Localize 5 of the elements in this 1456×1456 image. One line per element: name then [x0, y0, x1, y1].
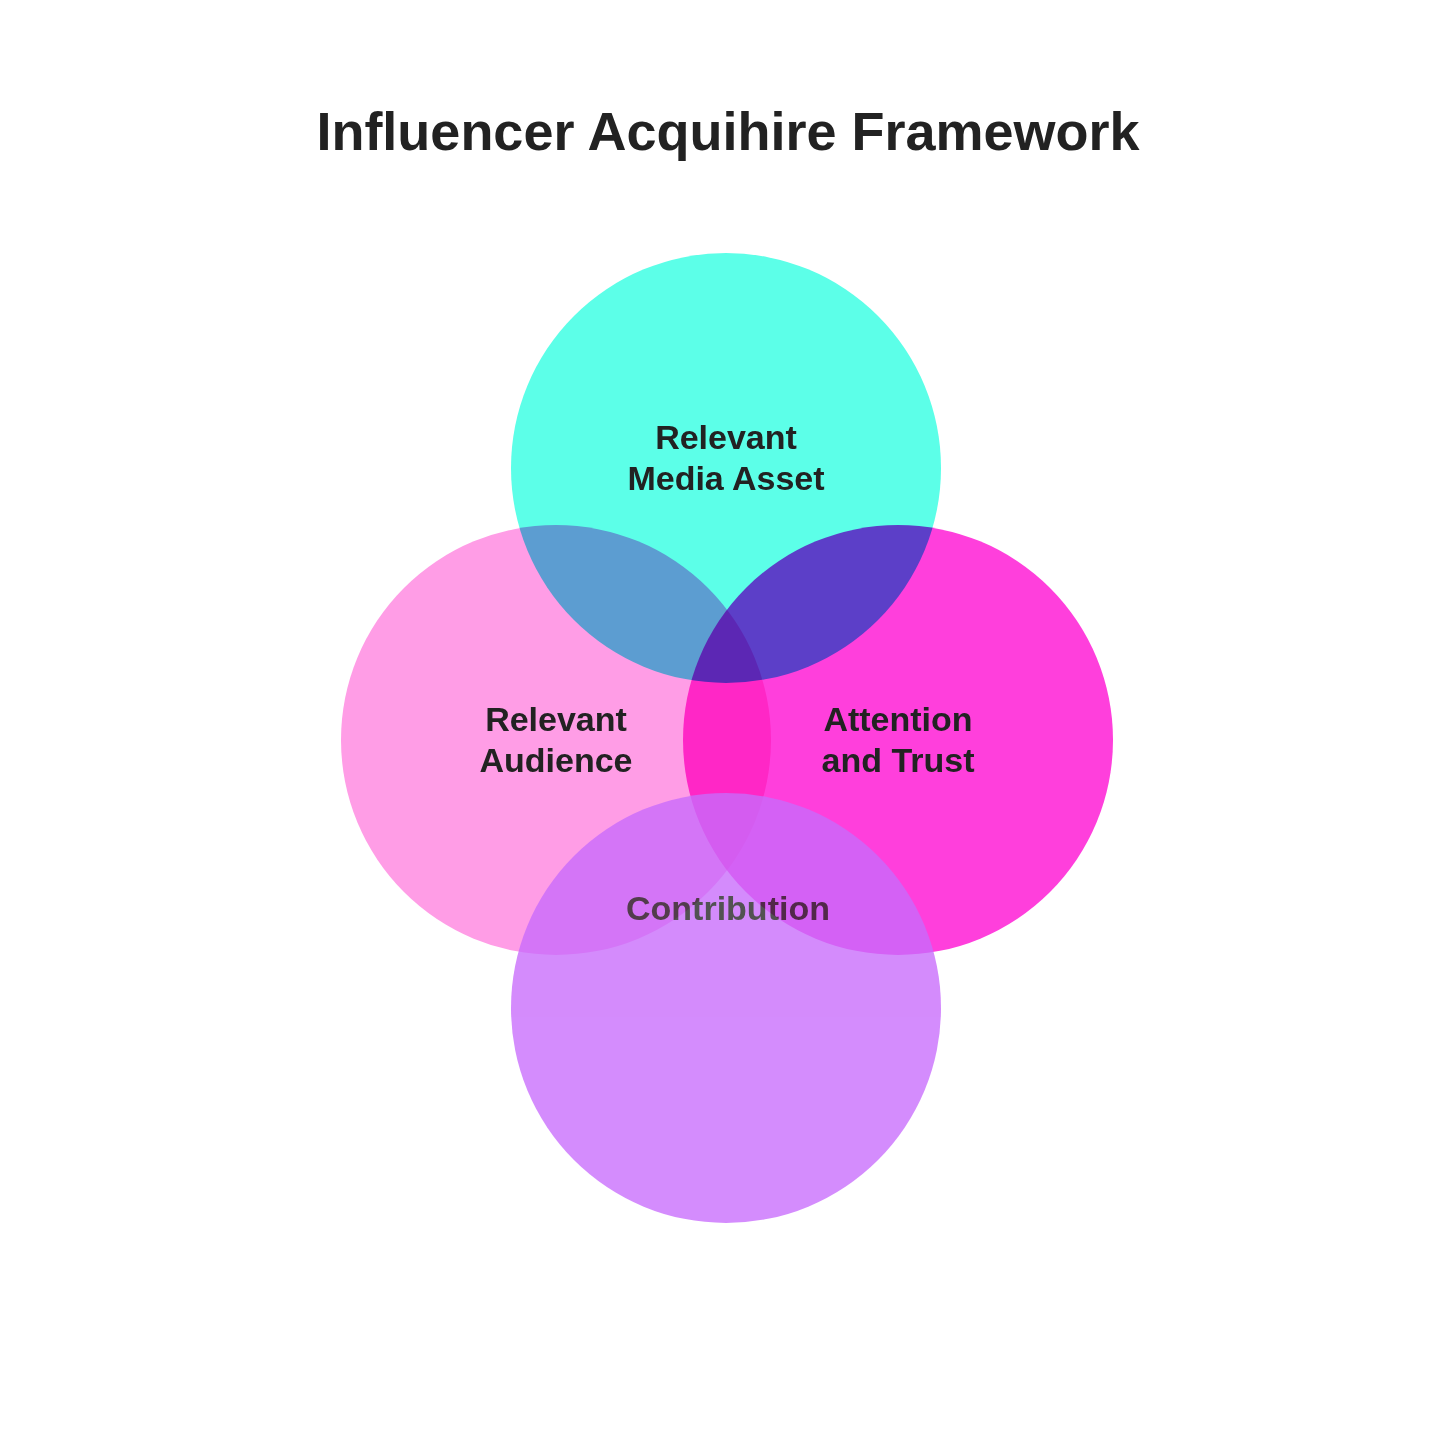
circle-label: Relevant Audience — [478, 699, 634, 781]
circle-label: Contribution — [626, 887, 826, 929]
circle-label: Attention and Trust — [820, 699, 976, 781]
title: Influencer Acquihire Framework — [315, 100, 1141, 162]
circle-label: Relevant Media Asset — [626, 417, 826, 499]
